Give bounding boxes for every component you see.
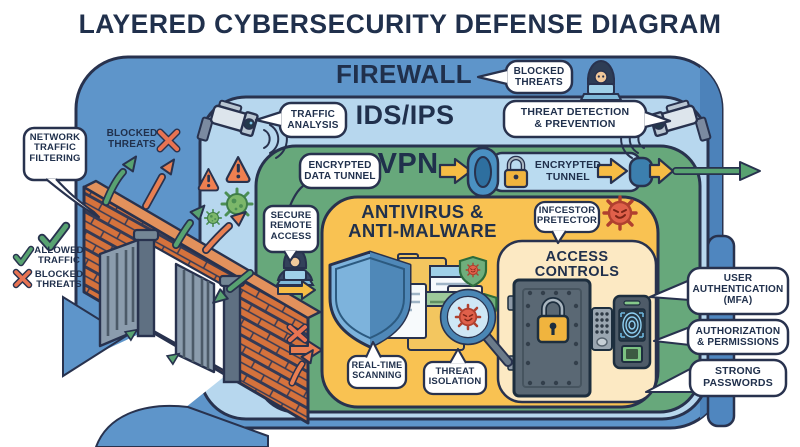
authorization-permissions-text: AUTHORIZATION & PERMISSIONS	[695, 326, 781, 348]
magnifier-icon	[439, 288, 513, 367]
green-virus-icon-small	[203, 208, 223, 228]
secure-remote-access-text: SECURE REMOTE ACCESS	[270, 210, 312, 242]
road-arrows	[123, 328, 181, 366]
remote-user-icon	[275, 246, 315, 286]
vpn-tunnel	[438, 146, 761, 198]
flow-arrow-yellow-2	[596, 157, 629, 185]
network-traffic-filtering-text: NETWORK TRAFFIC FILTERING	[29, 132, 81, 164]
legend-icons	[12, 128, 181, 289]
access-controls-heading: ACCESS CONTROLS	[534, 249, 620, 280]
traffic-arrows	[102, 155, 323, 387]
antivirus-heading: ANTIVIRUS & ANTI-MALWARE	[348, 201, 497, 241]
authorization-permissions-label	[686, 318, 790, 356]
flow-arrow-yellow-1	[438, 157, 473, 185]
gate	[98, 228, 246, 384]
threat-isolation-text: THREAT ISOLATION	[428, 366, 482, 388]
shield-icon	[328, 250, 412, 349]
flow-arrow-yellow-3	[648, 157, 675, 185]
strong-passwords-text: STRONG PASSWORDS	[703, 365, 773, 389]
traffic-wedge	[62, 295, 128, 378]
exit-arrow-green	[672, 161, 761, 181]
vpn-heading: VPN	[377, 148, 439, 180]
red-virus-icon	[602, 195, 638, 231]
firewall-heading: FIREWALL	[335, 59, 473, 89]
blocked-threats-top-text: BLOCKED THREATS	[513, 66, 565, 88]
encrypted-data-tunnel-label	[298, 152, 382, 190]
vault-door	[507, 278, 592, 398]
encrypted-tunnel-text: ENCRYPTED TUNNEL	[534, 159, 602, 183]
blocked-threats-lower-text: BLOCKED THREATS	[34, 269, 84, 291]
antivirus-illustration	[328, 250, 513, 367]
blocked-threats-upper-text: BLOCKED THREATS	[106, 128, 158, 150]
ids-ips-heading: IDS/IPS	[355, 100, 455, 130]
traffic-analysis-text: TRAFFIC ANALYSIS	[287, 109, 339, 131]
fingerprint-scanner-icon	[612, 294, 652, 370]
encrypted-data-tunnel-text: ENCRYPTED DATA TUNNEL	[304, 160, 376, 182]
infector-protector-text: INFCESTOR PRETECTOR	[536, 205, 598, 227]
padlock-icon	[536, 297, 570, 344]
callout-bubbles	[22, 59, 790, 398]
virus-in-lens-icon	[454, 303, 482, 331]
keypad-icon	[591, 307, 613, 351]
ground-platform	[94, 404, 269, 447]
user-authentication-label	[686, 266, 790, 316]
threat-detection-text: THREAT DETECTION & PREVENTION	[520, 106, 630, 130]
user-authentication-text: USER AUTHENTICATION (MFA)	[692, 273, 784, 306]
page-title: LAYERED CYBERSECURITY DEFENSE DIAGRAM	[78, 9, 722, 39]
real-time-scanning-text: REAL-TIME SCANNING	[351, 360, 403, 380]
tunnel-lock-icon	[503, 155, 529, 189]
remote-access-arrow	[277, 280, 316, 300]
allowed-traffic-text: ALLOWED TRAFFIC	[34, 245, 84, 267]
strong-passwords-label	[688, 358, 788, 398]
infector-protector-bubble	[533, 200, 601, 234]
